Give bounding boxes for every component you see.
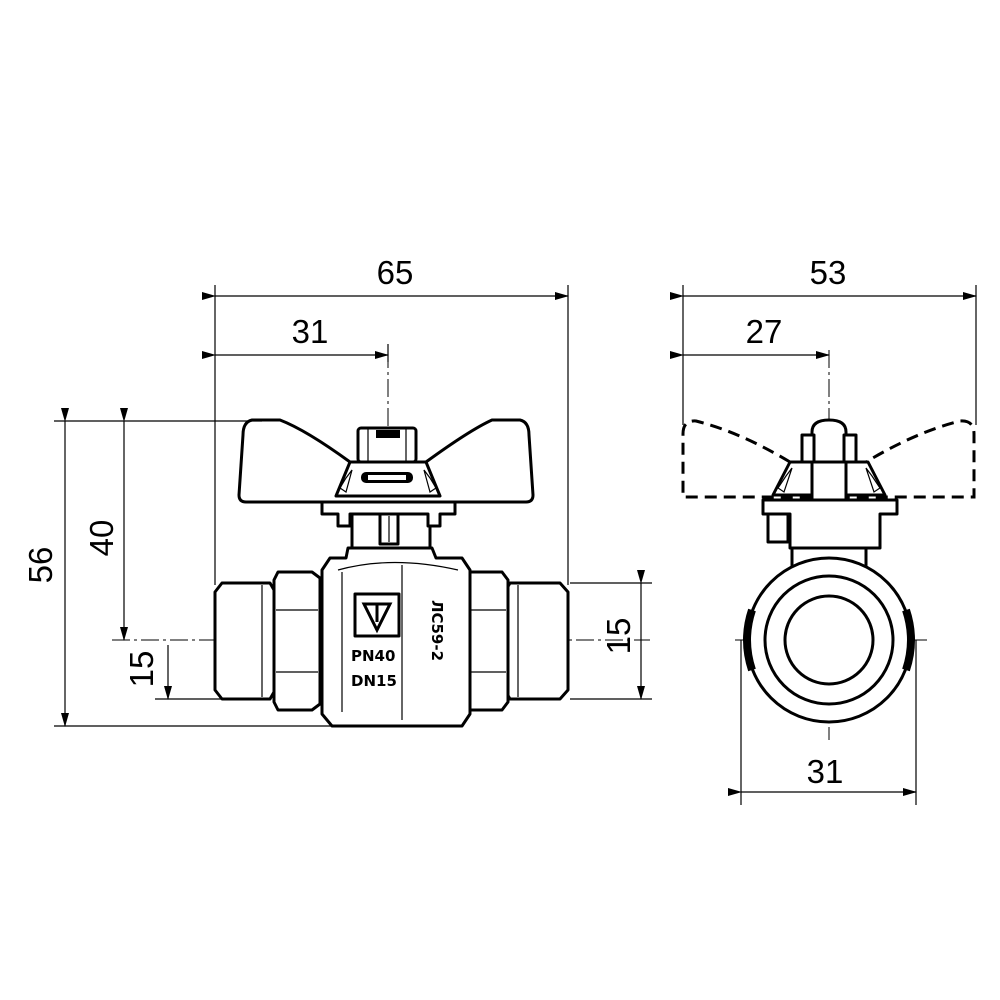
left-thread	[213, 581, 276, 701]
front-view: PN40 DN15 ЛС59-2	[112, 350, 650, 728]
material-marking: ЛС59-2	[428, 600, 446, 661]
pressure-marking: PN40	[351, 647, 395, 665]
dim-handle-half-width: 27	[746, 313, 783, 350]
dim-body-width: 31	[807, 753, 844, 790]
right-thread	[504, 581, 570, 701]
dim-total-length: 65	[377, 254, 414, 291]
side-dimensions: 53 27 31	[670, 254, 977, 805]
dim-total-height: 56	[22, 547, 59, 584]
size-marking: DN15	[351, 672, 397, 690]
left-hex-nut	[272, 570, 322, 712]
front-dimensions: 65 31 56 40 15 15	[22, 254, 652, 727]
dim-handle-width: 53	[810, 254, 847, 291]
gland-nut	[320, 498, 457, 528]
dim-handle-offset: 31	[292, 313, 329, 350]
side-bore	[783, 594, 875, 686]
side-view	[681, 350, 976, 740]
dim-height-to-axis: 40	[83, 520, 120, 557]
butterfly-handle	[237, 418, 535, 504]
dim-half-thread-right: 15	[600, 618, 637, 655]
handle-nut	[356, 426, 418, 464]
dim-half-thread-left: 15	[123, 651, 160, 688]
